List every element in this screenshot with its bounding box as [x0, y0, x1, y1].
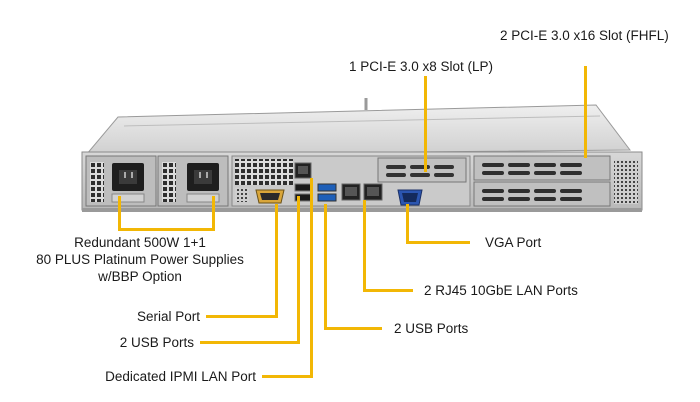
label-ipmi-lan: Dedicated IPMI LAN Port [105, 369, 256, 384]
usb-right-connector [317, 183, 337, 192]
label-usb-right: 2 USB Ports [394, 321, 469, 336]
vga-port-connector [397, 189, 423, 206]
callout-line-vga-vertical [406, 204, 409, 244]
label-power-line-3: w/BBP Option [98, 269, 182, 284]
power-supply-2 [157, 155, 229, 207]
label-vga-port: VGA Port [485, 235, 542, 250]
label-power-line-2: 80 PLUS Platinum Power Supplies [36, 252, 244, 267]
label-pcie-x16: 2 PCI-E 3.0 x16 Slot (FHFL) [500, 28, 669, 43]
label-pcie-x8: 1 PCI-E 3.0 x8 Slot (LP) [349, 59, 494, 74]
io-vent-grille [235, 159, 293, 185]
chassis-top-cover [84, 104, 631, 156]
callout-line-serial-vertical [275, 204, 278, 318]
power-supply-1 [85, 155, 157, 207]
callout-line-usb-right-vertical [324, 204, 327, 330]
label-serial-port: Serial Port [136, 309, 200, 324]
callout-line-lan-horizontal [363, 289, 413, 292]
usb-left-connector [294, 183, 312, 192]
callout-line-pcie-x16 [584, 66, 587, 158]
pcie-x8-slot-bracket [377, 157, 467, 183]
callout-line-usb-left-vertical [297, 196, 300, 344]
callout-line-pcie-x8 [424, 76, 427, 172]
callout-line-usb-left-horizontal [200, 341, 300, 344]
label-power-supplies: Redundant 500W 1+1 80 PLUS Platinum Powe… [22, 234, 258, 285]
callout-line-power-horizontal [118, 228, 215, 231]
callout-line-power-right [212, 196, 215, 230]
label-usb-left: 2 USB Ports [119, 335, 194, 350]
callout-line-power-left [118, 196, 121, 230]
callout-line-ipmi-horizontal [262, 375, 313, 378]
callout-line-vga-horizontal [406, 241, 470, 244]
label-lan-10gbe: 2 RJ45 10GbE LAN Ports [424, 283, 578, 298]
lan-10gbe-connectors [341, 183, 383, 201]
label-power-line-1: Redundant 500W 1+1 [74, 235, 206, 250]
callout-line-serial-horizontal [206, 315, 278, 318]
callout-line-ipmi-vertical [310, 178, 313, 378]
callout-line-usb-right-horizontal [324, 327, 382, 330]
serial-port-connector [255, 189, 285, 204]
callout-line-lan-vertical [363, 200, 366, 292]
pcie-x16-slot-brackets [473, 155, 638, 207]
